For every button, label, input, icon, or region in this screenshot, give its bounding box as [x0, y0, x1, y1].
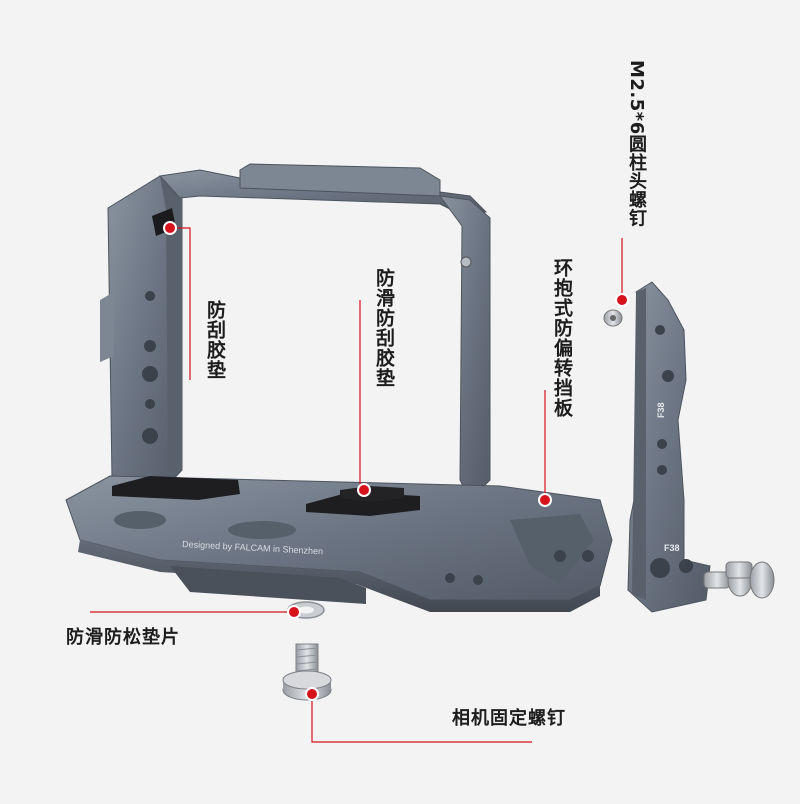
- callout-lines: [90, 227, 623, 743]
- label-washer: 防滑防松垫片: [66, 627, 180, 648]
- camera-screw-part: [282, 643, 332, 701]
- callout-dots: [163, 221, 629, 701]
- label-m25-screw: M2.5*6圆柱头螺钉: [626, 60, 647, 228]
- thumb-screws: [703, 561, 775, 599]
- label-pad-left: 防刮胶垫: [204, 300, 226, 380]
- label-wrap-plate: 环抱式防偏转挡板: [551, 258, 573, 418]
- callout-dot-pad-center: [357, 483, 371, 497]
- callout-dot-washer: [287, 605, 301, 619]
- label-camera-screw: 相机固定螺钉: [452, 708, 566, 729]
- plate-mark-lower: F38: [664, 543, 680, 553]
- cage-frame: [65, 163, 613, 612]
- callout-dot-camera-screw: [305, 687, 319, 701]
- m25-screw: [603, 309, 623, 327]
- rubber-pads: [112, 208, 420, 516]
- callout-camera-screw-line: [311, 694, 532, 743]
- callout-dot-wrap-plate: [538, 493, 552, 507]
- callout-dot-m25-screw: [615, 293, 629, 307]
- wrap-plate-part: F38 F38: [627, 281, 711, 613]
- plate-mark-upper: F38: [656, 402, 666, 418]
- callout-dot-pad-left: [163, 221, 177, 235]
- label-pad-center: 防滑防刮胶垫: [373, 268, 395, 388]
